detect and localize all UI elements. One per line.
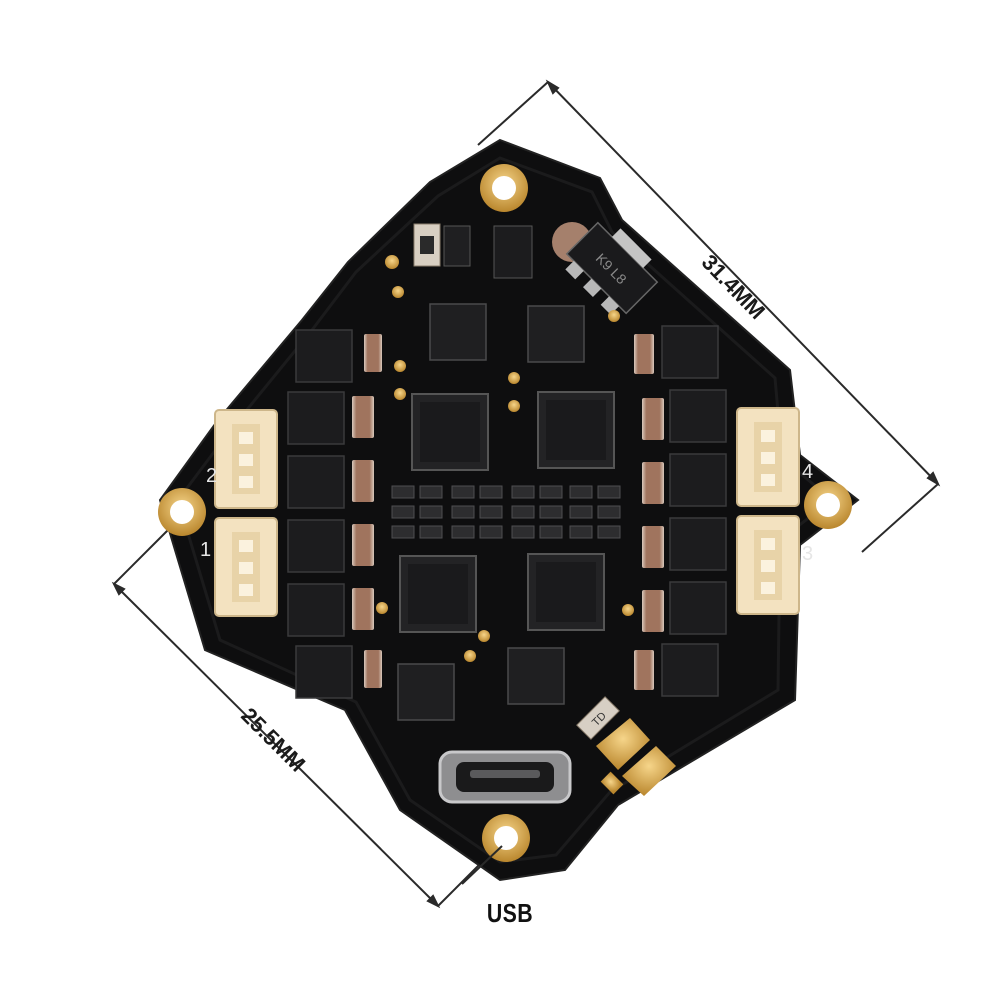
- resistor-array: [391, 485, 621, 539]
- test-points: [376, 255, 634, 662]
- mcu-chip-bottom-left: [399, 555, 477, 633]
- connector-2: [214, 409, 278, 509]
- connector-number-3: 3: [802, 543, 813, 565]
- usb-port: [438, 750, 572, 804]
- usb-label: USB: [486, 898, 534, 928]
- mcu-chip-bottom-right: [527, 553, 605, 631]
- mosfet-array-right: [661, 325, 727, 697]
- mcu-chip-top-left: [411, 393, 489, 471]
- connector-number-2: 2: [206, 465, 217, 487]
- dimension-line-diagonal: [477, 79, 941, 553]
- driver-chips: [397, 303, 585, 721]
- mounting-hole-top: [480, 164, 528, 212]
- small-component: TD: [576, 696, 620, 740]
- mounting-hole-right: [804, 481, 852, 529]
- connector-number-1: 1: [200, 539, 211, 561]
- mcu-chip-top-right: [537, 391, 615, 469]
- mounting-hole-bottom: [482, 814, 530, 862]
- mounting-hole-left: [158, 488, 206, 536]
- connector-1: [214, 517, 278, 617]
- solder-pads: [596, 718, 676, 796]
- voltage-regulator: K9 L8: [565, 221, 659, 315]
- connector-4: [736, 407, 800, 507]
- connector-number-4: 4: [802, 461, 813, 483]
- side-dimension-label: 25.5MM: [236, 703, 310, 777]
- usb-pointer-line: [461, 845, 503, 885]
- capacitors-left: [352, 334, 382, 688]
- mosfet-array-left: [287, 329, 353, 699]
- connector-3: [736, 515, 800, 615]
- capacitors-right: [634, 334, 664, 690]
